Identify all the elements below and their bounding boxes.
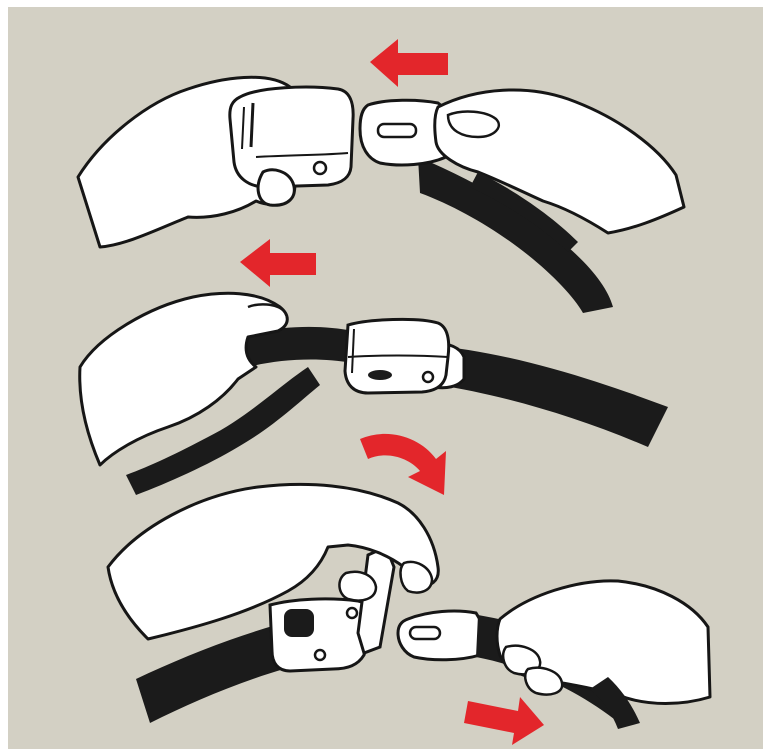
step1-buckle	[230, 87, 353, 187]
step1-tongue-slot	[378, 124, 416, 137]
step3-left-finger-1	[339, 572, 376, 601]
seatbelt-illustration	[8, 7, 763, 749]
step1-buckle-rivet	[314, 162, 326, 174]
step1-buckle-edge	[251, 103, 253, 147]
step3-buckle-rivet-1	[347, 608, 357, 618]
illustration-panel	[8, 7, 763, 749]
step3-tongue-slot	[410, 627, 440, 639]
step1-left-thumb	[258, 170, 294, 205]
step3-buckle-window	[284, 609, 314, 637]
step2-buckle-slot	[368, 370, 392, 380]
step2-buckle-rivet	[423, 372, 433, 382]
step3-buckle-rivet-2	[315, 650, 325, 660]
